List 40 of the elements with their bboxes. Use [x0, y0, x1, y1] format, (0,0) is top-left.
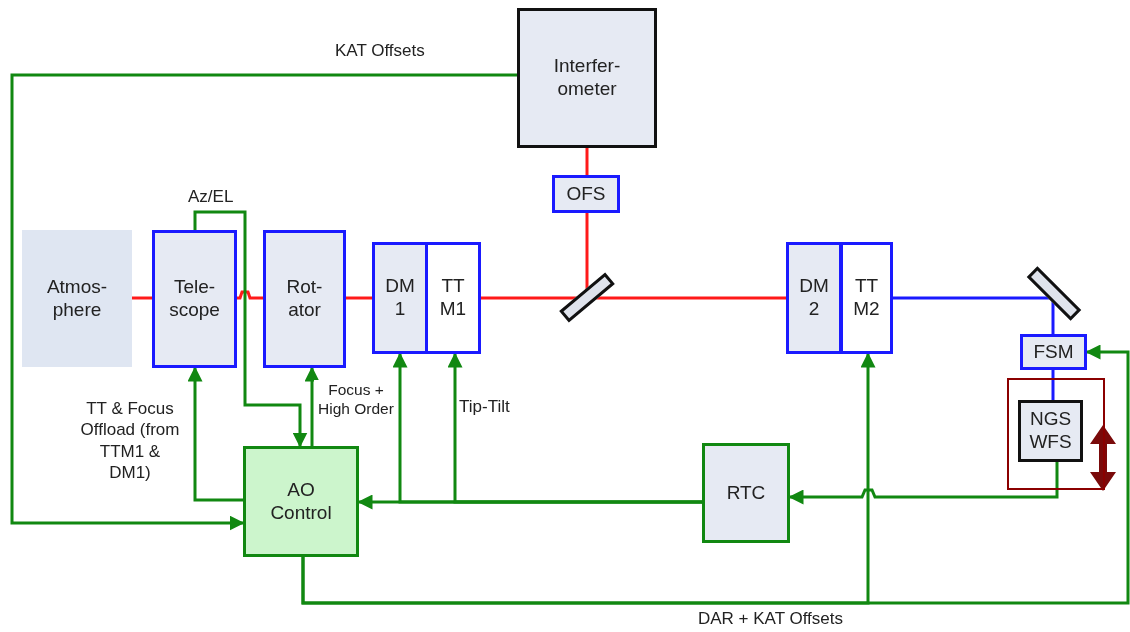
process-box — [425, 242, 481, 354]
process-box — [243, 446, 359, 557]
node-label: TT M2 — [853, 275, 880, 321]
node-label: DM 1 — [385, 275, 415, 321]
arrow — [193, 210, 308, 448]
process-box — [786, 242, 842, 354]
arrow — [447, 352, 702, 504]
connector-line — [1051, 370, 1055, 400]
process-box — [263, 230, 346, 368]
connector-line — [893, 296, 1050, 300]
connector-line — [585, 148, 589, 175]
node-label: RTC — [726, 481, 766, 505]
node-label: NGS WFS — [1029, 408, 1072, 454]
process-box — [702, 443, 790, 543]
arrow — [304, 366, 320, 446]
process-box — [552, 175, 620, 213]
process-box — [1020, 334, 1087, 370]
process-box — [372, 242, 428, 354]
arrow — [788, 462, 1059, 505]
connector-line — [346, 296, 372, 300]
process-box — [22, 230, 132, 367]
node-label: Rot- ator — [286, 276, 323, 322]
node-label: AO Control — [270, 478, 332, 525]
node-label: Interfer- ometer — [553, 55, 621, 101]
arrow — [10, 73, 517, 531]
node-label: Atmos- phere — [46, 275, 108, 322]
stage-frame — [1007, 378, 1105, 490]
node-label: TT M1 — [439, 275, 467, 321]
process-box — [840, 242, 893, 354]
connector-line — [132, 296, 152, 300]
arrow — [301, 344, 1130, 605]
node-label: DM 2 — [799, 275, 829, 321]
connector-line — [237, 290, 263, 300]
process-box — [517, 8, 657, 148]
arrow — [187, 366, 243, 502]
node-label: Tele- scope — [169, 276, 220, 322]
node-label: OFS — [566, 182, 606, 206]
node-label: FSM — [1033, 340, 1074, 364]
process-box — [1018, 400, 1083, 462]
process-box — [152, 230, 237, 368]
